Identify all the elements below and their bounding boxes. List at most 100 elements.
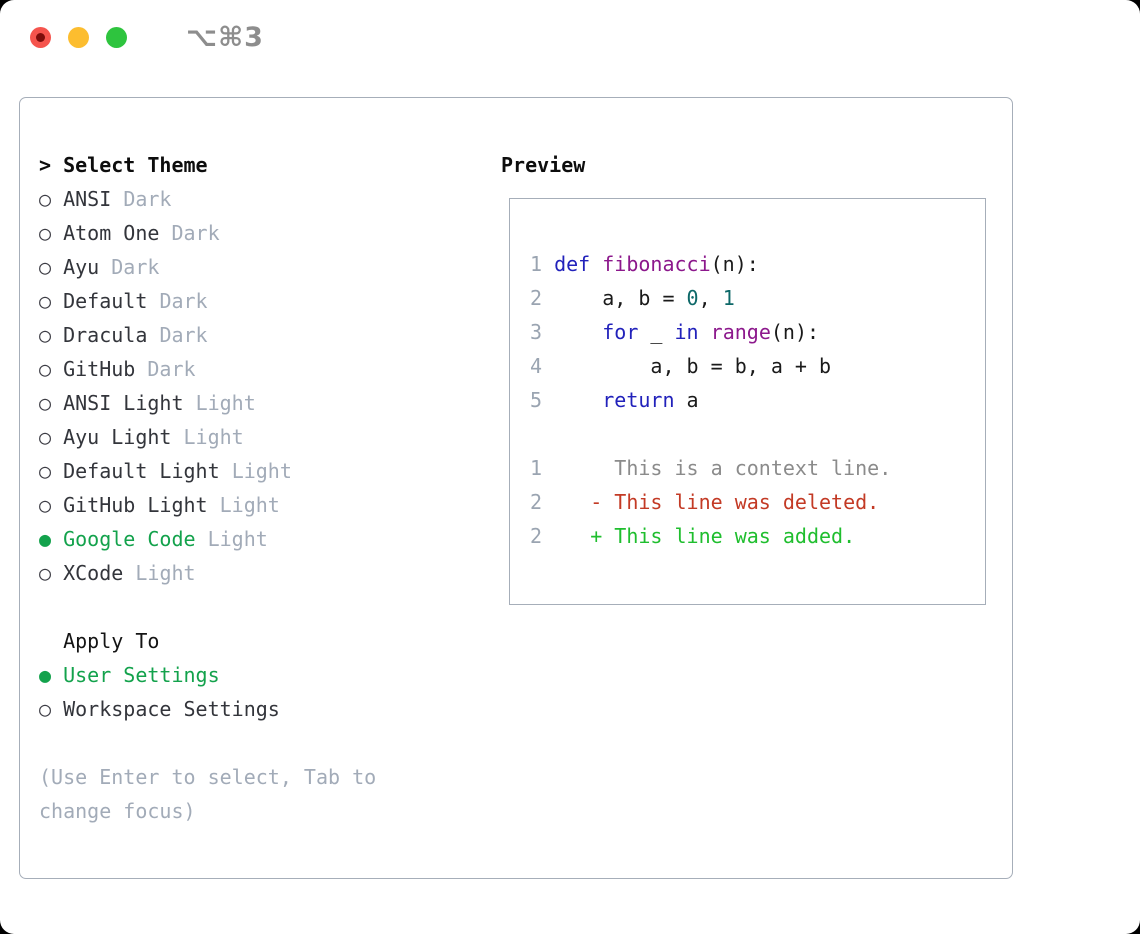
preview-header: Preview [501,153,586,177]
preview-column: Preview 1 def fibonacci(n):2 a, b = 0, 1… [501,148,986,605]
window-title: ⌥⌘3 [186,21,264,53]
theme-variant-tag: Light [207,527,268,551]
line-number: 1 [530,456,543,480]
radio-selected-icon: ● [39,663,52,687]
code-token: return [602,388,675,412]
radio-icon: ○ [39,289,52,313]
theme-item-default[interactable]: ○ Default Dark [39,284,376,318]
code-token: for [602,320,639,344]
theme-item-label: Ayu Light [63,425,172,449]
code-token: (n): [710,252,759,276]
code-token [699,320,711,344]
theme-options-list: ○ ANSI Dark○ Atom One Dark○ Ayu Dark○ De… [39,182,376,590]
theme-item-label: Default [63,289,148,313]
code-token: (n): [770,320,820,344]
close-dot-icon [36,32,45,42]
code-token: a, b = [554,286,687,310]
code-token [554,320,602,344]
hint-line-2: change focus) [39,799,196,823]
theme-variant-tag: Dark [111,255,160,279]
preview-line: 2 - This line was deleted. [530,485,985,519]
theme-item-ayu[interactable]: ○ Ayu Dark [39,250,376,284]
theme-variant-tag: Dark [147,357,196,381]
theme-item-dracula[interactable]: ○ Dracula Dark [39,318,376,352]
radio-icon: ○ [39,391,52,415]
select-theme-header: > Select Theme [39,148,376,182]
line-number: 2 [530,490,543,514]
select-theme-title: Select Theme [63,153,208,177]
zoom-button[interactable] [106,26,127,48]
theme-item-label: Atom One [63,221,160,245]
code-token: a [674,388,699,412]
code-token: range [710,320,771,344]
apply-option-workspace-settings[interactable]: ○ Workspace Settings [39,692,376,726]
theme-item-atom-one[interactable]: ○ Atom One Dark [39,216,376,250]
radio-icon: ○ [39,221,52,245]
code-token: fibonacci [602,252,711,276]
radio-icon: ○ [39,187,52,211]
radio-selected-icon: ● [39,527,52,551]
apply-option-user-settings[interactable]: ● User Settings [39,658,376,692]
theme-item-github-light[interactable]: ○ GitHub Light Light [39,488,376,522]
theme-item-ansi-light[interactable]: ○ ANSI Light Light [39,386,376,420]
preview-line: 1 def fibonacci(n): [530,247,985,281]
line-number: 3 [530,320,543,344]
radio-icon: ○ [39,357,52,381]
theme-variant-tag: Dark [171,221,220,245]
theme-variant-tag: Light [219,493,280,517]
theme-item-ansi[interactable]: ○ ANSI Dark [39,182,376,216]
theme-list-column: > Select Theme ○ ANSI Dark○ Atom One Dar… [39,148,376,828]
preview-line [530,417,985,451]
theme-item-label: ANSI Light [63,391,184,415]
apply-to-header: Apply To [63,629,160,653]
theme-item-google-code[interactable]: ● Google Code Light [39,522,376,556]
radio-icon: ○ [39,697,52,721]
radio-icon: ○ [39,425,52,449]
apply-option-label: User Settings [63,663,220,687]
theme-item-label: GitHub Light [63,493,208,517]
theme-item-label: Google Code [63,527,196,551]
line-number: 1 [530,252,543,276]
theme-item-label: Ayu [63,255,100,279]
preview-line: 1 This is a context line. [530,451,985,485]
code-token: + This line was added. [554,524,856,548]
theme-variant-tag: Light [183,425,244,449]
line-number: 2 [530,286,543,310]
theme-item-label: XCode [63,561,124,585]
code-token: in [674,320,699,344]
radio-icon: ○ [39,255,52,279]
theme-variant-tag: Light [231,459,292,483]
theme-variant-tag: Light [195,391,256,415]
focus-caret-icon: > [39,153,64,177]
theme-item-label: GitHub [63,357,136,381]
line-number: 4 [530,354,543,378]
theme-item-ayu-light[interactable]: ○ Ayu Light Light [39,420,376,454]
theme-variant-tag: Dark [159,289,208,313]
code-token [554,388,602,412]
preview-line: 3 for _ in range(n): [530,315,985,349]
theme-item-label: ANSI [63,187,112,211]
theme-item-default-light[interactable]: ○ Default Light Light [39,454,376,488]
close-button[interactable] [30,26,51,48]
code-token: This is a context line. [554,456,892,480]
spacer [39,726,376,760]
theme-picker-panel: > Select Theme ○ ANSI Dark○ Atom One Dar… [19,97,1013,879]
line-number: 5 [530,388,543,412]
code-token: 0 [686,286,699,310]
theme-item-xcode[interactable]: ○ XCode Light [39,556,376,590]
code-token [590,252,602,276]
code-token: , [698,286,723,310]
theme-variant-tag: Dark [123,187,172,211]
preview-line: 2 a, b = 0, 1 [530,281,985,315]
theme-item-github[interactable]: ○ GitHub Dark [39,352,376,386]
apply-to-options-list: ● User Settings○ Workspace Settings [39,658,376,726]
radio-icon: ○ [39,323,52,347]
code-token: _ [638,320,675,344]
code-token: def [554,252,591,276]
minimize-button[interactable] [68,26,89,48]
radio-icon: ○ [39,459,52,483]
code-token: a, b = b, a + b [554,354,832,378]
theme-variant-tag: Dark [159,323,208,347]
